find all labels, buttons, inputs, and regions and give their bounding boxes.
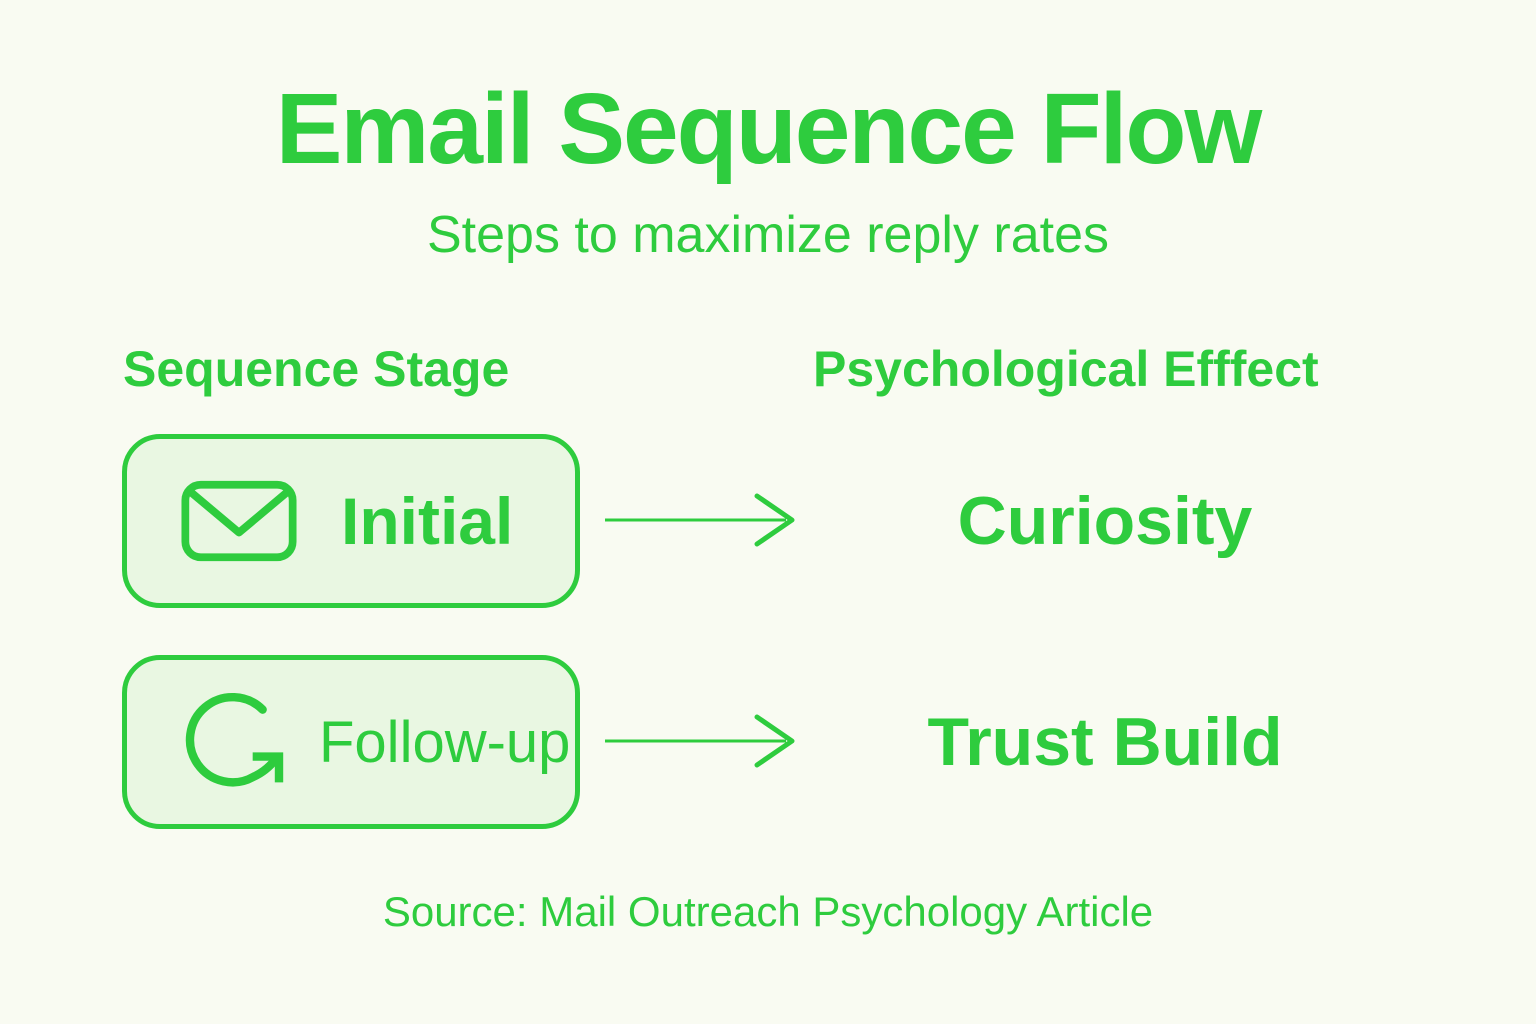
arrow-right-icon	[605, 493, 795, 547]
stage-box-follow-up: Follow-up	[122, 655, 580, 829]
stage-box-initial: Initial	[122, 434, 580, 608]
stage-label: Initial	[341, 484, 514, 558]
page-title: Email Sequence Flow	[275, 73, 1263, 185]
refresh-icon	[181, 686, 293, 798]
page-subtitle: Steps to maximize reply rates	[426, 206, 1110, 264]
column-header-sequence-stage: Sequence Stage	[123, 341, 510, 397]
envelope-icon	[181, 480, 297, 562]
stage-label: Follow-up	[319, 709, 571, 775]
source-caption: Source: Mail Outreach Psychology Article	[382, 888, 1154, 935]
effect-label: Curiosity	[957, 483, 1253, 559]
column-header-psychological-effect: Psychological Efffect	[813, 341, 1319, 397]
arrow-right-icon	[605, 714, 795, 768]
effect-label: Trust Build	[927, 704, 1283, 780]
